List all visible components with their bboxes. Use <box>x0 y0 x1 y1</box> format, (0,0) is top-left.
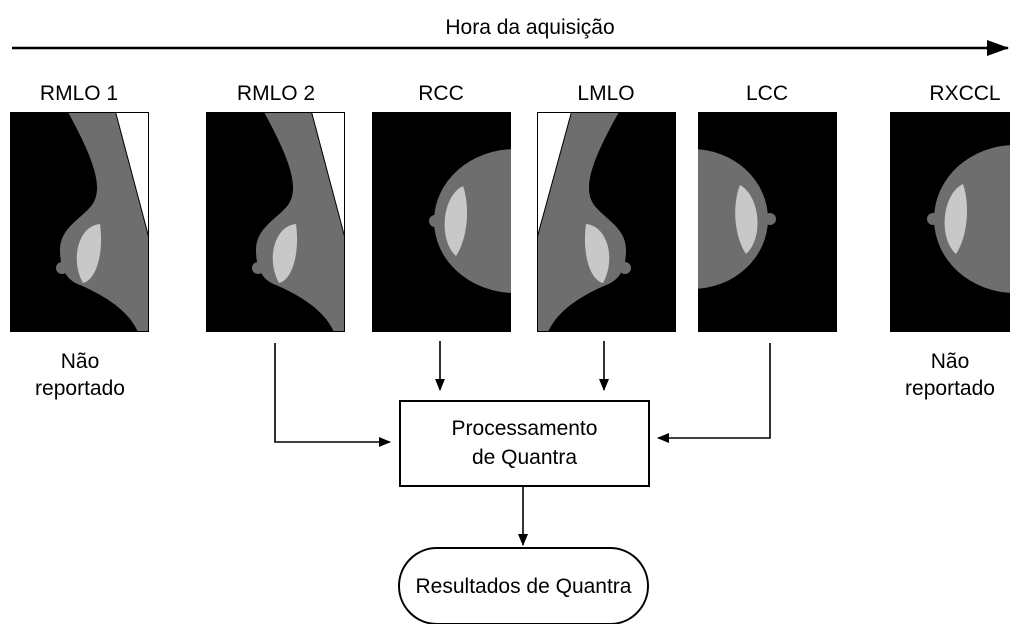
mammogram-lcc <box>698 112 837 332</box>
view-label-lmlo: LMLO <box>577 82 635 105</box>
view-label-rmlo2: RMLO 2 <box>236 82 316 105</box>
arrow-rmlo2-to-process <box>274 343 391 447</box>
not-reported-note-right: Não reportado <box>890 348 1010 402</box>
result-terminator <box>398 547 649 624</box>
timeline-label: Hora da aquisição <box>445 16 615 39</box>
mammogram-rmlo2 <box>206 112 345 332</box>
mammogram-lmlo <box>537 112 676 332</box>
view-label-rcc: RCC <box>418 82 464 105</box>
view-label-rmlo1: RMLO 1 <box>39 82 119 105</box>
result-label: Resultados de Quantra <box>415 575 632 598</box>
mammogram-rcc <box>372 112 511 332</box>
mammogram-rxccl <box>890 112 1010 332</box>
view-label-rxccl: RXCCL <box>929 82 1001 105</box>
not-reported-line1: Não <box>930 350 970 373</box>
not-reported-note-left: Não reportado <box>10 348 150 402</box>
not-reported-line2: reportado <box>35 377 125 400</box>
not-reported-line2: reportado <box>905 377 995 400</box>
process-box-label: Processamento de Quantra <box>400 414 649 472</box>
process-line2: de Quantra <box>471 446 578 469</box>
mammogram-rmlo1 <box>10 112 149 332</box>
view-label-lcc: LCC <box>745 82 788 105</box>
not-reported-line1: Não <box>60 350 100 373</box>
arrow-lcc-to-process <box>657 343 771 443</box>
process-box <box>399 400 650 487</box>
process-line1: Processamento <box>451 417 598 440</box>
